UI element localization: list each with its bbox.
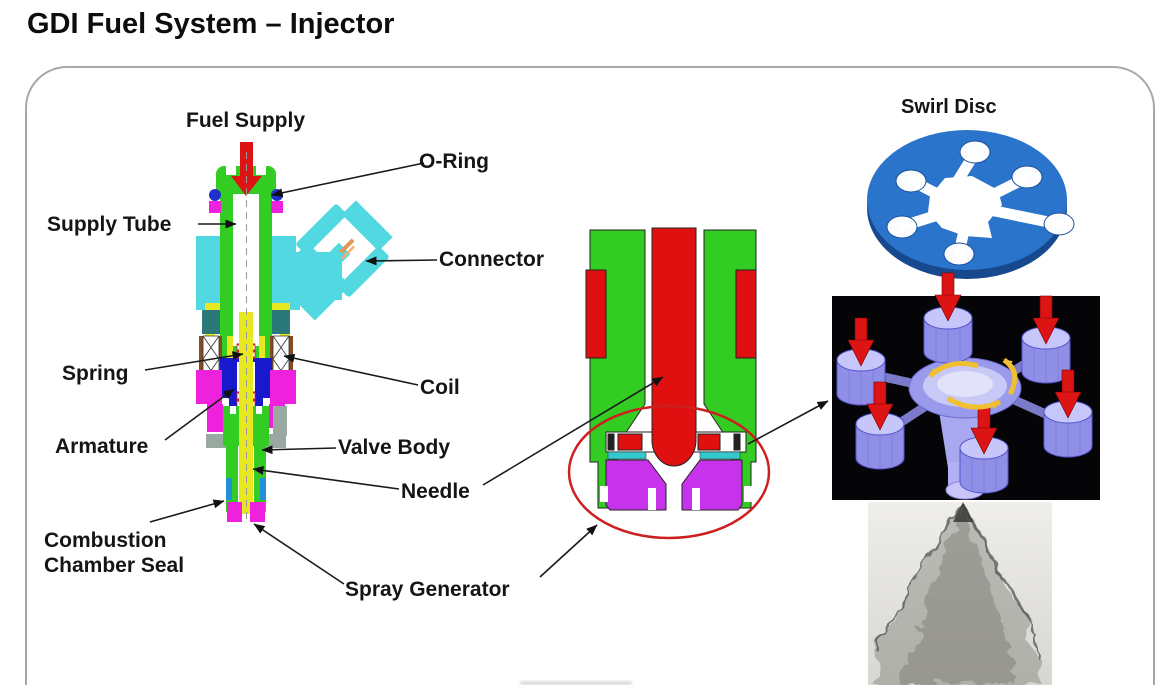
label-valve-body: Valve Body: [338, 436, 451, 459]
label-connector: Connector: [439, 248, 544, 271]
spray-generator-left: [227, 502, 242, 522]
pole-piece-left: [202, 310, 223, 334]
guide-parts: [206, 406, 287, 448]
label-needle: Needle: [401, 480, 470, 503]
content-frame: [25, 66, 1155, 685]
o-ring-figure: [209, 189, 283, 213]
callout-arrows: [144, 162, 829, 585]
tip-clip-left: [585, 269, 607, 359]
highlight-ellipse: [567, 404, 771, 540]
fuel-supply-arrow: [231, 142, 262, 196]
arrow-ellipse-to-swirl-flow: [747, 400, 829, 445]
label-spray-generator: Spray Generator: [345, 578, 510, 601]
arrow-o-ring: [271, 162, 425, 198]
label-supply-tube: Supply Tube: [47, 213, 172, 236]
arrow-needle-left: [252, 465, 400, 490]
spray-generator-right: [250, 502, 265, 522]
arrow-spring: [144, 351, 244, 371]
arrow-connector: [365, 256, 438, 266]
label-spring: Spring: [62, 362, 129, 385]
combustion-seal-left: [226, 478, 232, 500]
arrow-combustion-seal: [149, 499, 225, 523]
label-fuel-supply: Fuel Supply: [186, 109, 306, 132]
tip-detail-figure: [567, 227, 771, 540]
slide-title: GDI Fuel System – Injector: [27, 8, 395, 40]
cropped-footer-text: [520, 681, 632, 685]
label-swirl-disc: Swirl Disc: [901, 96, 997, 118]
spray-photo-figure: [868, 502, 1052, 685]
swirl-flow-figure: [832, 272, 1100, 500]
arrow-needle-right: [482, 376, 664, 486]
supply-tube-right-wall: [259, 196, 272, 336]
swirl-rotation-arrows: [928, 357, 1018, 410]
label-o-ring: O-Ring: [419, 150, 489, 173]
tip-needle: [651, 227, 697, 467]
swirl-disc-figure: [867, 130, 1075, 279]
supply-tube-left-wall: [220, 196, 233, 336]
injector-cross-section-figure: [196, 142, 393, 522]
arrow-spray-generator-right: [539, 524, 598, 578]
label-armature: Armature: [55, 435, 149, 458]
needle-figure: [239, 312, 253, 514]
combustion-seal-right: [260, 478, 266, 500]
arrow-coil: [283, 353, 419, 386]
label-coil: Coil: [420, 376, 460, 399]
tip-clip-right: [735, 269, 757, 359]
pole-piece-right: [269, 310, 290, 334]
label-combustion-line2: Chamber Seal: [44, 554, 185, 577]
tip-spray-generator-left: [605, 459, 667, 511]
tip-spray-generator-right: [681, 459, 743, 511]
arrow-armature: [164, 388, 235, 441]
arrow-valve-body: [261, 445, 337, 455]
label-combustion-chamber-seal: Combustion Chamber Seal: [44, 528, 184, 578]
label-combustion-line1: Combustion: [44, 529, 167, 552]
arrow-spray-generator-left: [253, 523, 345, 585]
